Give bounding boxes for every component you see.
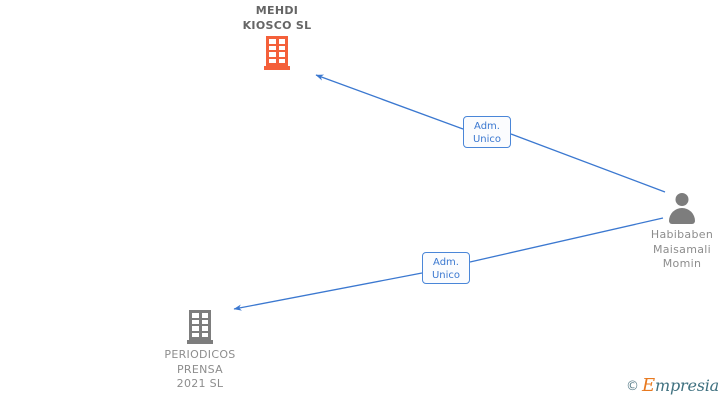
brand-initial: E [642,375,655,396]
edge-segment-right [510,133,666,193]
person-head [675,193,689,206]
building-base [187,340,213,344]
building-base [264,66,290,70]
person-icon[interactable] [668,193,696,224]
building-windows [192,313,208,337]
edge-segment-left [315,74,464,130]
node-label-periodicos-prensa-2021-sl: PERIODICOS PRENSA 2021 SL [164,348,236,390]
node-periodicos-prensa-2021-sl[interactable]: PERIODICOS PRENSA 2021 SL [136,310,264,392]
person-body [669,208,695,224]
edge-label-adm-unico-mehdi[interactable]: Adm. Unico [463,116,511,148]
building-icon[interactable] [264,36,290,70]
building-windows [269,39,285,63]
node-label-habibaben-maisamali-momin: Habibaben Maisamali Momin [650,228,714,270]
edge-person-to-mehdi[interactable] [315,74,666,193]
node-habibaben-maisamali-momin[interactable]: Habibaben Maisamali Momin [636,193,728,272]
edge-label-adm-unico-periodicos[interactable]: Adm. Unico [422,252,470,284]
node-mehdi-kiosco-sl[interactable]: MEHDI KIOSCO SL [213,4,341,70]
brand-logo-empresia: Empresia [642,377,719,395]
edge-segment-right [469,217,664,263]
edge-segment-left [233,272,423,311]
edge-person-to-periodicos[interactable] [233,217,664,311]
node-label-mehdi-kiosco-sl: MEHDI KIOSCO SL [242,4,312,32]
copyright-icon: © [626,378,640,394]
building-icon[interactable] [187,310,213,344]
watermark: © Empresia [626,377,719,395]
brand-rest: mpresia [655,376,719,395]
